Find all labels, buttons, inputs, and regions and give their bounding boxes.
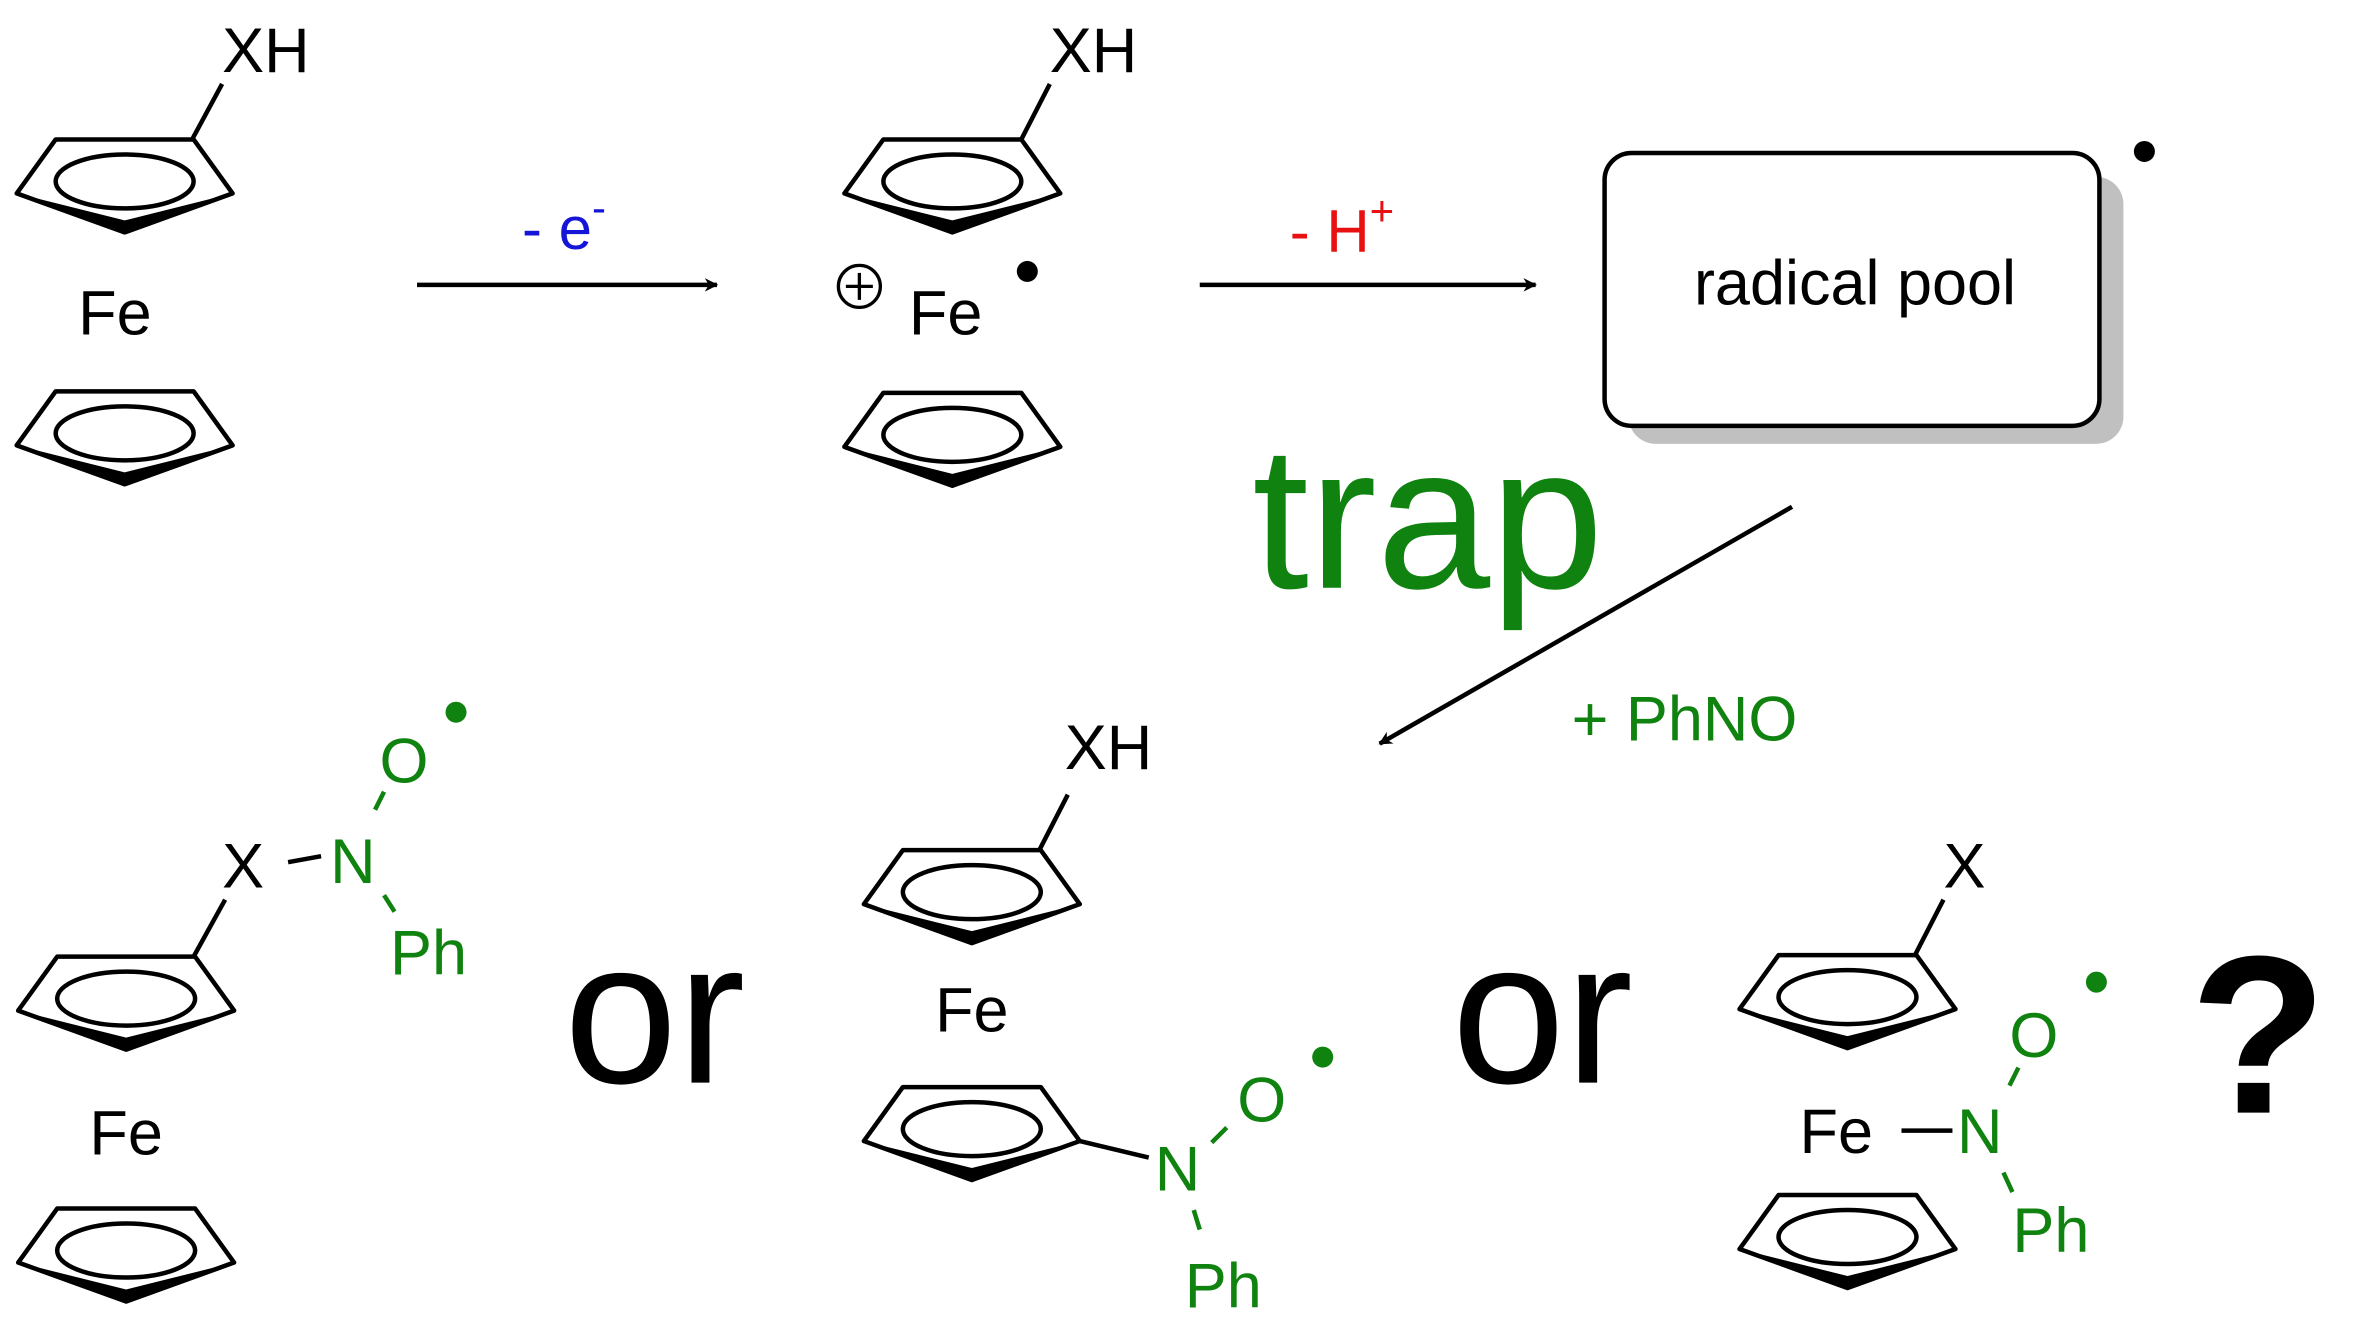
ph-label: Ph xyxy=(390,919,467,989)
xh-label: XH xyxy=(222,16,309,86)
cp-ring-bottom xyxy=(17,391,233,484)
bond xyxy=(1191,1209,1202,1231)
radical-dot-icon xyxy=(1312,1046,1334,1068)
fe-label: Fe xyxy=(78,278,151,348)
o-label: O xyxy=(380,727,429,797)
cp-ring-bottom xyxy=(864,1087,1080,1180)
radical-dot-icon xyxy=(2085,971,2107,993)
ferrocene-start: XH Fe xyxy=(17,16,310,484)
bond xyxy=(190,82,225,141)
trap-label: trap xyxy=(1252,404,1603,632)
ph-label: Ph xyxy=(2012,1196,2089,1266)
fe-label: Fe xyxy=(89,1099,162,1169)
n-label: N xyxy=(1957,1097,2002,1167)
x-label: X xyxy=(1943,832,1985,902)
n-label: N xyxy=(1155,1135,1200,1205)
bond xyxy=(1079,1138,1150,1160)
radical-dot-icon xyxy=(2133,140,2155,162)
o-label: O xyxy=(2009,1001,2058,1071)
cp-ring-top xyxy=(844,139,1060,232)
plus-charge-icon xyxy=(836,263,883,310)
product-x-bound: X N O Ph Fe xyxy=(18,701,467,1302)
product-fe-bound: X Fe N O Ph xyxy=(1740,832,2107,1288)
x-label: X xyxy=(222,832,264,902)
cp-ring-top xyxy=(864,850,1080,943)
bond xyxy=(373,790,387,811)
trap-arrow xyxy=(1378,504,1794,746)
bond xyxy=(191,898,228,958)
question-mark: ? xyxy=(2190,909,2327,1161)
deprotonation-label: - H+ xyxy=(1290,187,1394,265)
fe-label: Fe xyxy=(1800,1097,1873,1167)
radical-dot-icon xyxy=(1016,260,1038,282)
bond xyxy=(1912,898,1946,957)
bond xyxy=(2007,1066,2021,1087)
cp-ring-bottom xyxy=(844,393,1060,486)
bond xyxy=(1210,1125,1229,1145)
bond xyxy=(2001,1171,2015,1193)
cp-ring-top xyxy=(18,957,234,1050)
radical-pool-box: radical pool xyxy=(1602,140,2155,444)
box-frame xyxy=(1602,150,2102,429)
cp-ring-bottom xyxy=(1740,1195,1956,1288)
cp-ring-top xyxy=(1740,955,1956,1048)
bond xyxy=(1037,793,1070,852)
ferrocenium-cation: XH Fe xyxy=(836,16,1137,486)
oxidation-label: - e- xyxy=(522,184,606,262)
or-separator: or xyxy=(1452,899,1633,1127)
xh-label: XH xyxy=(1065,713,1152,783)
or-separator: or xyxy=(564,899,745,1127)
fe-label: Fe xyxy=(935,976,1008,1046)
reagent-label: + PhNO xyxy=(1572,685,1798,755)
bond xyxy=(382,893,397,913)
n-label: N xyxy=(330,827,375,897)
bond xyxy=(1019,82,1052,141)
radical-pool-label: radical pool xyxy=(1694,248,2016,318)
fe-label: Fe xyxy=(909,278,982,348)
bond xyxy=(287,853,322,865)
ph-label: Ph xyxy=(1185,1252,1262,1322)
cp-ring-bottom xyxy=(18,1209,234,1302)
xh-label: XH xyxy=(1050,16,1137,86)
o-label: O xyxy=(1237,1066,1286,1136)
cp-ring-top xyxy=(17,139,233,232)
radical-dot-icon xyxy=(445,701,467,723)
product-ring-bound: XH Fe N O Ph xyxy=(864,713,1334,1322)
